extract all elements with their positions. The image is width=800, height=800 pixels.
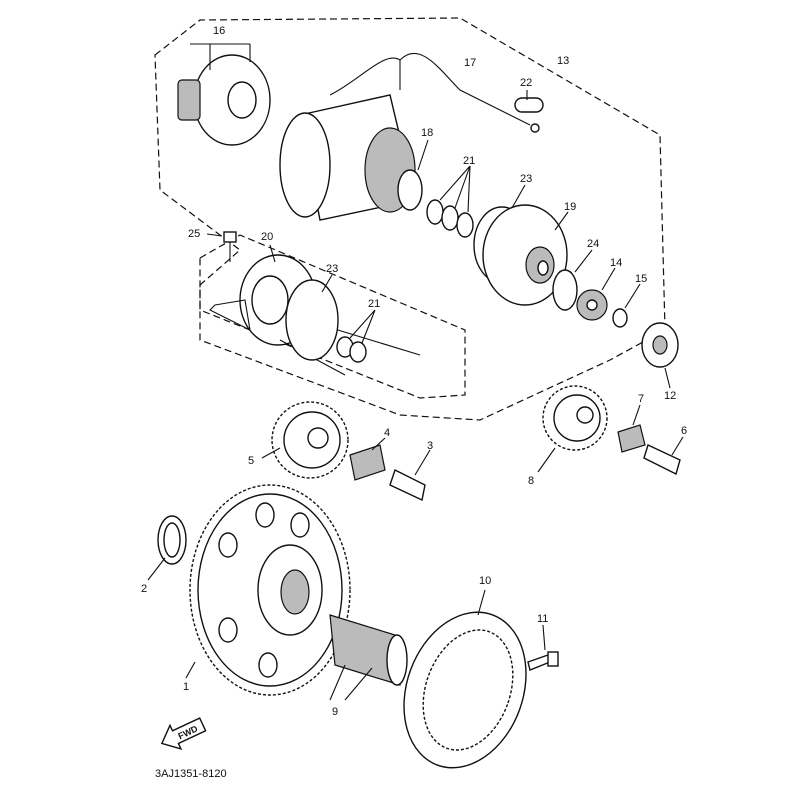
part-24-o-ring bbox=[552, 269, 578, 311]
part-21-washers-lower bbox=[336, 309, 376, 363]
part-8-idler-gear bbox=[537, 385, 608, 473]
callout-16: 16 bbox=[213, 25, 225, 37]
part-2-washer bbox=[147, 515, 187, 581]
callout-18: 18 bbox=[421, 127, 433, 139]
callout-24: 24 bbox=[587, 238, 599, 250]
callout-5: 5 bbox=[248, 455, 254, 467]
part-22-terminal-bolt bbox=[514, 90, 544, 113]
callout-3: 3 bbox=[427, 440, 433, 452]
callout-22: 22 bbox=[520, 77, 532, 89]
part-6-shaft bbox=[643, 436, 684, 476]
part-15-nut bbox=[612, 283, 641, 328]
callout-9: 9 bbox=[332, 706, 338, 718]
assembly-13-boundary bbox=[154, 17, 666, 421]
part-1-starter-wheel-gear bbox=[185, 484, 351, 696]
part-5-idler-gear bbox=[261, 401, 349, 479]
callout-14: 14 bbox=[610, 257, 622, 269]
assembly-20-boundary bbox=[199, 234, 466, 399]
callout-20: 20 bbox=[261, 231, 273, 243]
callout-8: 8 bbox=[528, 475, 534, 487]
part-3-shaft bbox=[389, 449, 431, 502]
callout-23-lower: 23 bbox=[326, 263, 338, 275]
callout-21-upper: 21 bbox=[463, 155, 475, 167]
fwd-arrow-icon: FWD bbox=[160, 717, 207, 750]
part-10-clutch-outer bbox=[403, 589, 527, 769]
callout-6: 6 bbox=[681, 425, 687, 437]
callout-21-lower: 21 bbox=[368, 298, 380, 310]
callout-1: 1 bbox=[183, 681, 189, 693]
part-7-needle-bearing bbox=[617, 404, 646, 453]
part-12-bearing bbox=[641, 322, 679, 389]
callout-25: 25 bbox=[188, 228, 200, 240]
part-9-one-way-clutch bbox=[329, 614, 408, 701]
part-19-front-cover bbox=[482, 204, 569, 306]
part-11-bolt bbox=[527, 624, 559, 671]
callout-11: 11 bbox=[537, 613, 548, 625]
part-16-brush-holder bbox=[177, 43, 271, 146]
callout-10: 10 bbox=[479, 575, 491, 587]
callout-13: 13 bbox=[557, 55, 569, 67]
part-25-bolt bbox=[206, 231, 237, 262]
part-21-washers-upper bbox=[426, 165, 474, 238]
part-23-o-ring-lower bbox=[285, 279, 339, 361]
callout-15: 15 bbox=[635, 273, 647, 285]
callout-7: 7 bbox=[638, 393, 644, 405]
part-14-pinion-gear bbox=[576, 267, 616, 321]
callout-2: 2 bbox=[141, 583, 147, 595]
callout-23-upper: 23 bbox=[520, 173, 532, 185]
part-4-needle-bearing bbox=[349, 437, 386, 481]
callout-4: 4 bbox=[384, 427, 390, 439]
diagram-code: 3AJ1351-8120 bbox=[155, 768, 227, 780]
callout-labels: 16 17 13 22 18 21 23 19 25 20 23 24 14 1… bbox=[141, 25, 687, 718]
callout-19: 19 bbox=[564, 201, 576, 213]
callout-17: 17 bbox=[464, 57, 476, 69]
callout-12: 12 bbox=[664, 390, 676, 402]
part-18-motor-housing bbox=[279, 52, 540, 221]
